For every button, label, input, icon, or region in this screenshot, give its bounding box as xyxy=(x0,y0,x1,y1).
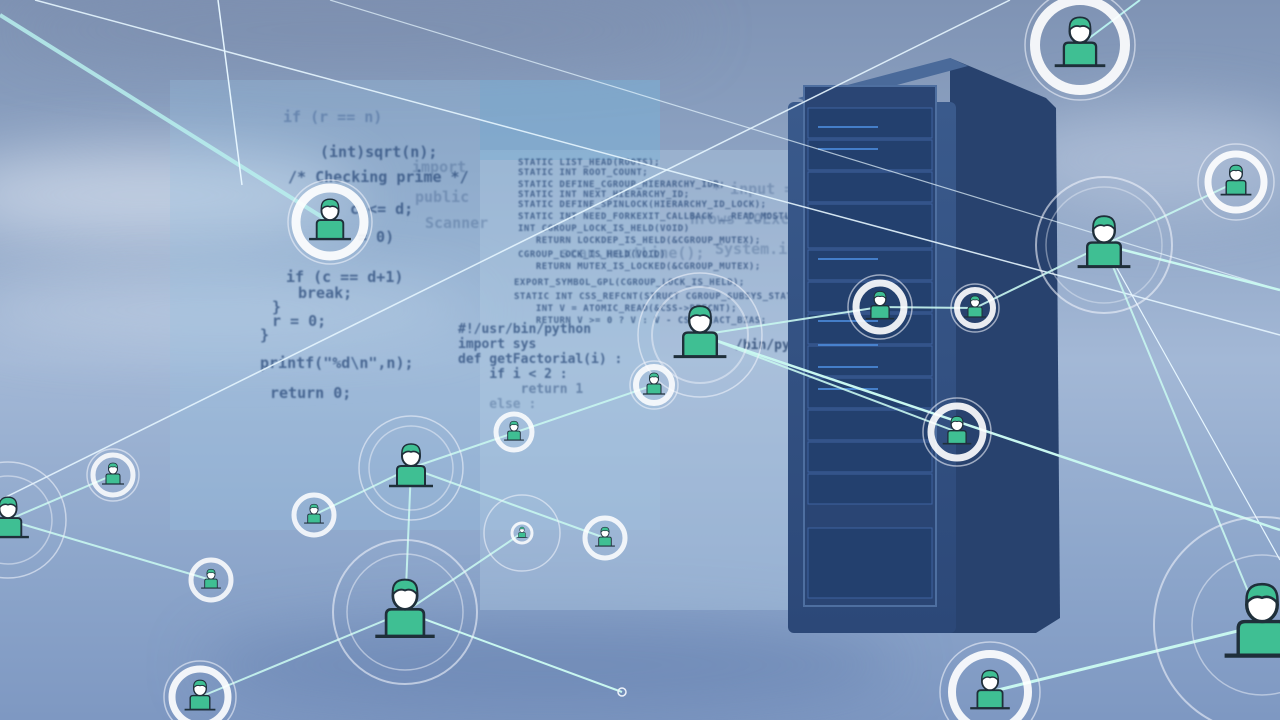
cloud xyxy=(0,0,700,60)
code-line: break; xyxy=(298,284,353,302)
person-node-n3 xyxy=(847,274,913,340)
code-line: INT CGROUP_LOCK_IS_HELD(VOID) xyxy=(518,224,690,234)
code-line: return 1 xyxy=(458,382,584,397)
person-node-n16 xyxy=(0,461,67,579)
code-line: if (r == n) xyxy=(283,108,383,126)
person-node-n14 xyxy=(483,494,561,572)
light-streaks xyxy=(0,0,1280,694)
code-line: printf("%d\n",n); xyxy=(260,354,414,372)
person-node-n18 xyxy=(332,539,478,685)
code-line: } xyxy=(272,298,282,316)
code-line: STATIC LIST_HEAD(ROOTS); xyxy=(518,158,661,168)
person-node-n6 xyxy=(1035,176,1173,314)
code-panel xyxy=(480,80,660,160)
code-line: STATIC INT NEED_FORKEXIT_CALLBACK __READ… xyxy=(518,212,803,222)
code-line: STATIC DEFINE_SPINLOCK(HIERARCHY_ID_LOCK… xyxy=(518,200,767,210)
person-node-n13 xyxy=(582,515,628,561)
person-node-n8 xyxy=(922,397,992,467)
person-node-n7 xyxy=(1197,143,1275,221)
code-line: RETURN LOCKDEP_IS_HELD(&CGROUP_MUTEX); xyxy=(524,236,761,246)
person-node-n19 xyxy=(163,660,237,720)
code-line: if i < 2 : xyxy=(458,367,568,382)
code-line: CGROUP_LOCK_IS_HELD(VOID) xyxy=(518,250,666,260)
cloud xyxy=(0,280,480,340)
code-line: STATIC INT NEXT_HIERARCHY_ID; xyxy=(518,190,690,200)
person-node-n4 xyxy=(950,283,1000,333)
code-line: import sys xyxy=(458,337,537,352)
code-line: RETURN V >= 0 ? V : V - CSS_DEACT_BIAS; xyxy=(524,316,767,326)
code-line: RETURN MUTEX_IS_LOCKED(&CGROUP_MUTEX); xyxy=(524,262,761,272)
end-dot xyxy=(617,687,627,697)
person-node-n1 xyxy=(287,179,373,265)
code-line: else : xyxy=(458,397,537,412)
person-node-n20 xyxy=(939,641,1041,720)
code-line: STATIC DEFINE_CGROUP_HIERARCHY_IDR; xyxy=(518,180,726,190)
code-line: EXPORT_SYMBOL_GPL(CGROUP_LOCK_IS_HELD); xyxy=(514,278,745,288)
code-line: } xyxy=(260,326,270,344)
person-node-n11 xyxy=(358,415,464,521)
person-node-n10 xyxy=(493,411,535,453)
code-line: #!/usr/bin/python xyxy=(458,322,592,337)
server-rack xyxy=(788,58,1060,633)
person-node-n9 xyxy=(629,360,679,410)
code-line: scan.nextLine(); xyxy=(560,244,705,262)
person-node-n15 xyxy=(86,448,140,502)
code-line: if (c == d+1) xyxy=(286,268,404,286)
code-line: return 0; xyxy=(270,384,352,402)
code-line: /* Checking prime */ xyxy=(288,168,469,186)
code-line: public xyxy=(415,188,470,206)
code-line: (int)sqrt(n); xyxy=(320,143,438,161)
code-line: Scanner xyxy=(425,214,489,232)
code-line: STATIC INT ROOT_COUNT; xyxy=(518,168,649,178)
code-line: def getFactorial(i) : xyxy=(458,352,623,367)
code-panel xyxy=(480,150,810,610)
person-node-n5 xyxy=(1024,0,1136,101)
person-node-n17 xyxy=(188,557,234,603)
code-line: c <= d; xyxy=(350,200,414,218)
person-node-n12 xyxy=(291,492,337,538)
network-links xyxy=(7,181,1263,698)
code-line: r = 0; xyxy=(272,312,327,330)
person-node-n21 xyxy=(1153,516,1280,720)
person-node-n2 xyxy=(637,272,763,398)
code-line: import xyxy=(412,158,467,176)
